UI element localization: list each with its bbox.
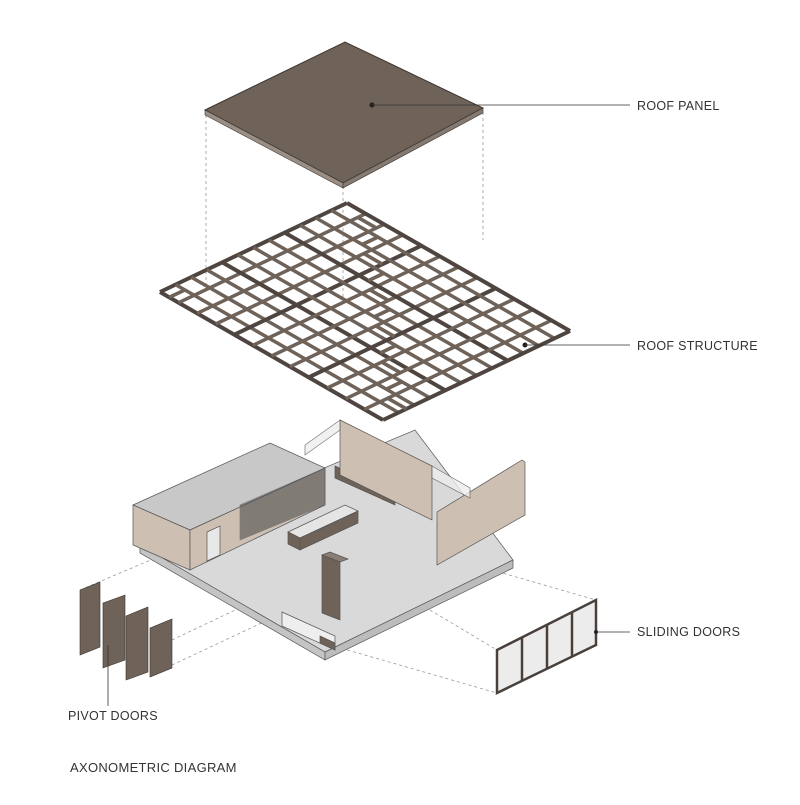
roof-beam: [356, 215, 378, 230]
roof-beam: [346, 201, 571, 333]
pivot-doors: [79, 581, 173, 706]
roof-beam: [382, 329, 571, 422]
roof-beam: [362, 252, 384, 266]
label-sliding-doors: SLIDING DOORS: [637, 625, 741, 639]
diagram-title: AXONOMETRIC DIAGRAM: [70, 760, 237, 775]
roof-beam: [379, 344, 397, 355]
roof-structure-leader: [522, 342, 630, 348]
roof-beam: [385, 380, 403, 391]
label-roof-panel: ROOF PANEL: [637, 99, 720, 113]
ground-floor: [132, 419, 526, 661]
roof-beam: [330, 208, 556, 340]
roof-beam: [386, 396, 408, 411]
roof-beam: [168, 288, 186, 299]
roof-beam: [363, 318, 553, 411]
roof-beam: [373, 307, 391, 319]
sliding-doors: [495, 597, 630, 695]
roof-beam: [380, 360, 402, 375]
label-pivot-doors: PIVOT DOORS: [68, 709, 158, 723]
roof-beam: [345, 308, 534, 401]
roof-beam: [368, 288, 390, 302]
roof-beam: [367, 271, 385, 283]
roof-beam: [374, 324, 396, 339]
roof-structure: [159, 201, 571, 422]
roof-panel: [203, 41, 630, 189]
label-roof-structure: ROOF STRUCTURE: [637, 339, 758, 353]
roof-beam: [361, 235, 379, 247]
